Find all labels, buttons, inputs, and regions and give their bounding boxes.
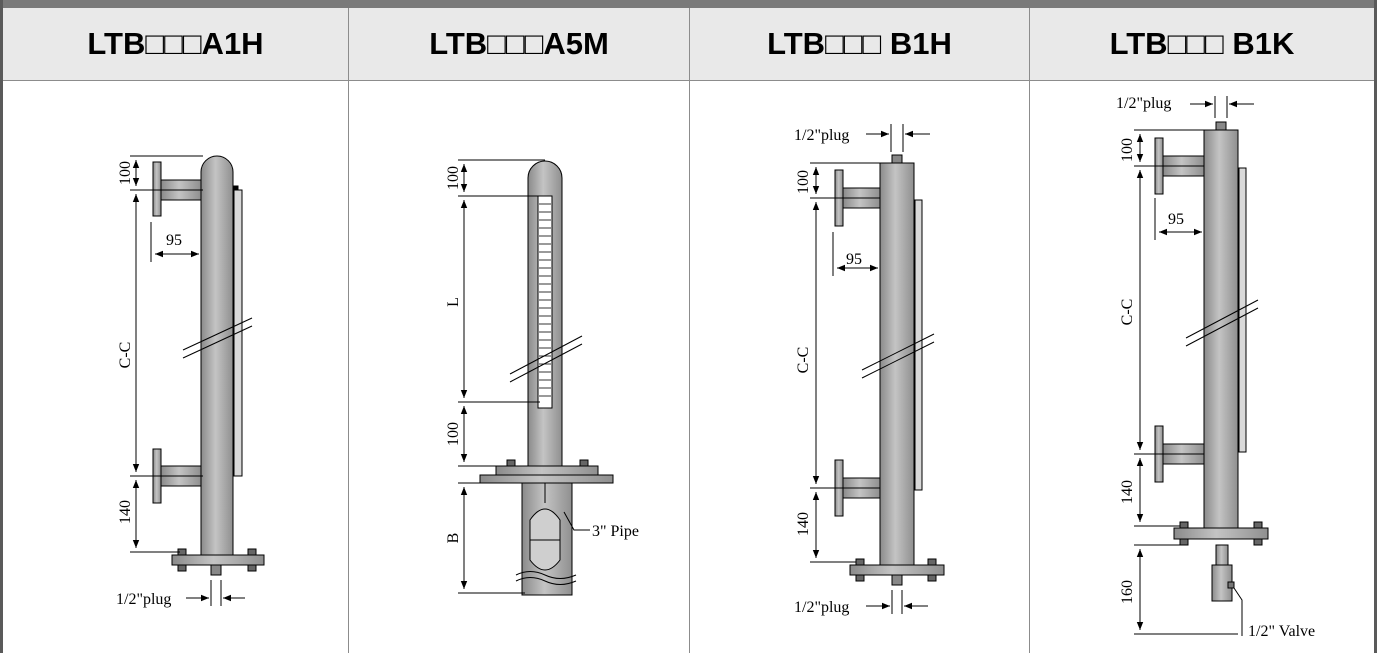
left-edge bbox=[0, 0, 3, 653]
pipe-label: 3" Pipe bbox=[592, 523, 639, 540]
drain-plug bbox=[210, 564, 222, 576]
drain-plug bbox=[891, 574, 903, 586]
plug-top-label: 1/2"plug bbox=[794, 127, 849, 144]
plug-label: 1/2"plug bbox=[116, 591, 171, 608]
dim-lower: 100 bbox=[445, 422, 462, 446]
header-b1k-title: LTB□□□ B1K bbox=[1109, 26, 1295, 61]
column-divider bbox=[1029, 8, 1030, 653]
header-a1h-title: LTB□□□A1H bbox=[87, 26, 264, 61]
dim-bottom: 140 bbox=[795, 512, 812, 536]
dim-offset: 95 bbox=[166, 232, 182, 249]
dim-top: 100 bbox=[1119, 138, 1136, 162]
top-plug bbox=[1215, 121, 1227, 131]
header-b1h: LTB□□□ B1H bbox=[690, 8, 1029, 81]
drawing-a1h bbox=[130, 155, 265, 606]
right-edge bbox=[1374, 0, 1377, 653]
base-flange bbox=[849, 564, 945, 576]
labels-a5m: 100 L 100 B 3" Pipe bbox=[445, 166, 639, 543]
dim-cc: C-C bbox=[117, 342, 134, 369]
dim-cc: C-C bbox=[795, 347, 812, 374]
top-bar bbox=[0, 0, 1377, 8]
dim-offset: 95 bbox=[846, 251, 862, 268]
indicator-cap bbox=[233, 185, 239, 191]
valve-stem bbox=[1215, 544, 1229, 566]
dim-valve-length: 160 bbox=[1119, 580, 1136, 604]
column-divider bbox=[348, 8, 349, 653]
dim-cc: C-C bbox=[1119, 299, 1136, 326]
mount-flange bbox=[479, 474, 614, 484]
plug-top-label: 1/2"plug bbox=[1116, 95, 1171, 112]
drawing-b1k bbox=[1134, 96, 1269, 636]
column-divider bbox=[689, 8, 690, 653]
pipe-body bbox=[1203, 129, 1239, 529]
valve-label: 1/2" Valve bbox=[1248, 623, 1315, 640]
header-a5m: LTB□□□A5M bbox=[349, 8, 689, 81]
dim-offset: 95 bbox=[1168, 211, 1184, 228]
dim-bottom: 140 bbox=[117, 500, 134, 524]
dim-top: 100 bbox=[445, 166, 462, 190]
top-plug bbox=[891, 154, 903, 164]
plug-bottom-label: 1/2"plug bbox=[794, 599, 849, 616]
indicator-glass bbox=[914, 199, 923, 491]
dim-bottom: 140 bbox=[1119, 480, 1136, 504]
dim-top: 100 bbox=[117, 161, 134, 185]
dim-top: 100 bbox=[795, 170, 812, 194]
level-scale bbox=[537, 195, 553, 409]
base-flange bbox=[1173, 527, 1269, 540]
drawing-a5m bbox=[458, 159, 614, 596]
top-flange bbox=[152, 161, 162, 217]
drawing-b1h bbox=[810, 124, 945, 614]
labels-a1h: 100 95 C-C 140 1/2"plug bbox=[116, 161, 182, 608]
header-a5m-title: LTB□□□A5M bbox=[429, 26, 609, 61]
header-b1k: LTB□□□ B1K bbox=[1030, 8, 1374, 81]
labels-b1h: 1/2"plug 100 95 C-C 140 1/2"plug bbox=[794, 127, 862, 616]
header-b1h-title: LTB□□□ B1H bbox=[767, 26, 952, 61]
pipe-body bbox=[879, 162, 915, 566]
pipe-body bbox=[200, 155, 234, 556]
labels-b1k: 1/2"plug 100 95 C-C 140 160 1/2" Valve bbox=[1116, 95, 1315, 640]
dim-b: B bbox=[445, 533, 462, 544]
base-flange bbox=[171, 554, 265, 566]
header-a1h: LTB□□□A1H bbox=[3, 8, 348, 81]
dim-length: L bbox=[445, 297, 462, 307]
